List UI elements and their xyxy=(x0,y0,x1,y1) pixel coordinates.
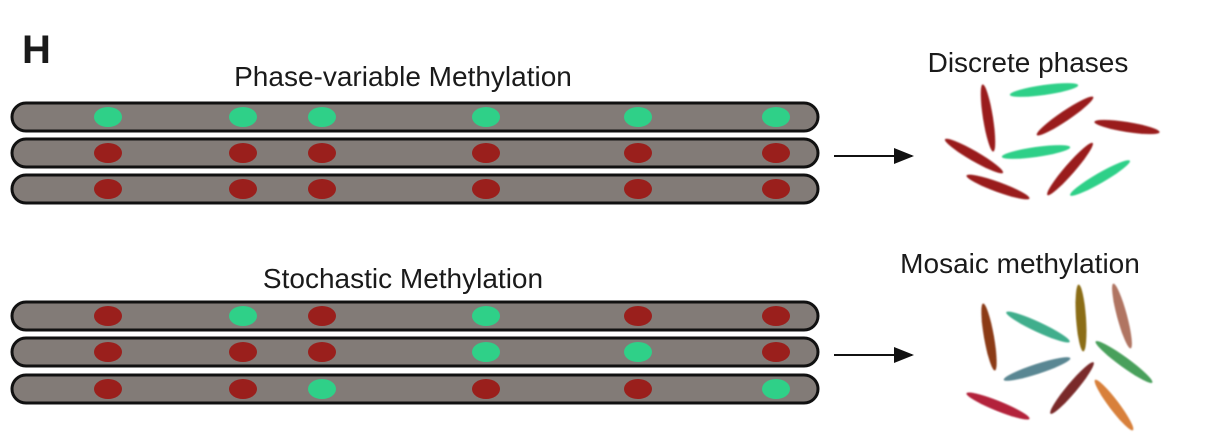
chromosome-rod xyxy=(10,373,820,405)
phase-variable-title: Phase-variable Methylation xyxy=(234,61,572,92)
methylated-site xyxy=(624,342,652,362)
unmethylated-site xyxy=(94,143,122,163)
unmethylated-site xyxy=(94,379,122,399)
unmethylated-site xyxy=(229,342,257,362)
bacterial-cell xyxy=(1094,119,1160,135)
methylated-site xyxy=(308,107,336,127)
bacterial-cell xyxy=(1003,357,1071,381)
unmethylated-site xyxy=(94,342,122,362)
unmethylated-site xyxy=(308,179,336,199)
unmethylated-site xyxy=(229,179,257,199)
bacterial-cell xyxy=(1001,145,1071,159)
unmethylated-site xyxy=(229,143,257,163)
unmethylated-site xyxy=(762,143,790,163)
unmethylated-site xyxy=(472,379,500,399)
stochastic-title: Stochastic Methylation xyxy=(263,263,543,294)
bacterial-cell xyxy=(944,138,1004,174)
unmethylated-site xyxy=(762,306,790,326)
bacterial-cell xyxy=(980,84,996,152)
methylated-site xyxy=(229,107,257,127)
methylated-site xyxy=(229,306,257,326)
phase-variable-chromosomes xyxy=(10,101,820,205)
bacterial-cell xyxy=(1036,96,1094,136)
chromosome-rod xyxy=(10,300,820,332)
unmethylated-site xyxy=(94,306,122,326)
chromosome-rod xyxy=(10,336,820,368)
bacterial-cell xyxy=(1009,83,1079,97)
mosaic-methylation-label: Mosaic methylation xyxy=(900,248,1140,279)
unmethylated-site xyxy=(762,342,790,362)
bacterial-cell xyxy=(966,392,1030,420)
bacterial-cell xyxy=(1075,284,1087,352)
unmethylated-site xyxy=(472,143,500,163)
methylated-site xyxy=(762,107,790,127)
methylated-site xyxy=(472,342,500,362)
unmethylated-site xyxy=(624,179,652,199)
chromosome-rod xyxy=(10,101,820,133)
bacterial-cell xyxy=(981,303,997,371)
chromosome-rod xyxy=(10,137,820,169)
methylated-site xyxy=(472,306,500,326)
bacterial-cell xyxy=(966,174,1030,200)
unmethylated-site xyxy=(229,379,257,399)
unmethylated-site xyxy=(472,179,500,199)
methylated-site xyxy=(94,107,122,127)
unmethylated-site xyxy=(308,143,336,163)
discrete-phases-cells xyxy=(944,83,1160,200)
bacterial-cell xyxy=(1070,160,1130,196)
discrete-phases-label: Discrete phases xyxy=(928,47,1129,78)
methylated-site xyxy=(762,379,790,399)
unmethylated-site xyxy=(762,179,790,199)
mosaic-cells xyxy=(966,283,1153,431)
bacterial-cell xyxy=(1050,362,1094,414)
methylated-site xyxy=(472,107,500,127)
bacterial-cell xyxy=(1047,142,1093,196)
panel-label: H xyxy=(22,28,51,72)
unmethylated-site xyxy=(94,179,122,199)
bacterial-cell xyxy=(1095,341,1153,383)
bacterial-cell xyxy=(1112,283,1132,349)
unmethylated-site xyxy=(624,143,652,163)
chromosome-rod xyxy=(10,173,820,205)
methylated-site xyxy=(624,107,652,127)
unmethylated-site xyxy=(308,342,336,362)
unmethylated-site xyxy=(624,379,652,399)
bacterial-cell xyxy=(1006,311,1070,343)
stochastic-chromosomes xyxy=(10,300,820,405)
methylated-site xyxy=(308,379,336,399)
unmethylated-site xyxy=(624,306,652,326)
bacterial-cell xyxy=(1094,379,1134,431)
unmethylated-site xyxy=(308,306,336,326)
